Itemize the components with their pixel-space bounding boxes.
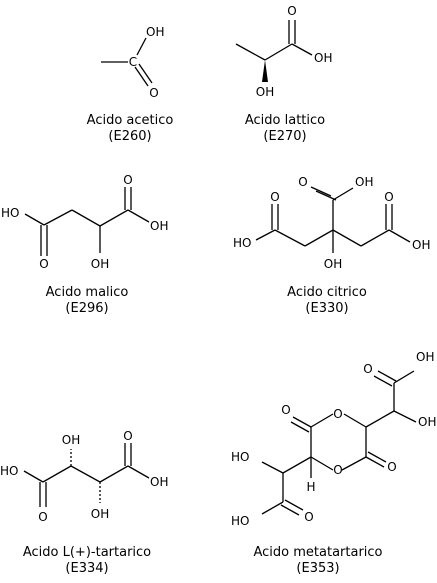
caption-metatartaric-code: (E353) bbox=[296, 561, 339, 576]
caption-tartaric-name: Acido L(+)-tartarico bbox=[23, 545, 151, 560]
caption-citric-code: (E330) bbox=[305, 301, 348, 316]
atom-o: O bbox=[149, 86, 158, 100]
caption-lactic-name: Acido lattico bbox=[245, 113, 325, 128]
atom-o: O bbox=[384, 190, 393, 204]
caption-acetic-code: (E260) bbox=[108, 129, 151, 144]
atom-o: O bbox=[333, 463, 342, 477]
caption-citric-name: Acido citrico bbox=[287, 285, 367, 300]
atom-oh: OH bbox=[256, 85, 274, 99]
atom-o: O bbox=[123, 429, 132, 443]
molecule-malic-acid: HO O OH O OH bbox=[1, 173, 168, 271]
caption-acetic-name: Acido acetico bbox=[87, 113, 174, 128]
atom-c: C bbox=[129, 55, 137, 69]
molecule-lactic-acid: O OH OH bbox=[235, 4, 332, 99]
atom-o: O bbox=[304, 510, 313, 524]
atom-oh: OH bbox=[355, 175, 373, 189]
molecule-tartaric-acid: HO O OH OH O OH bbox=[0, 429, 168, 524]
atom-o: O bbox=[298, 175, 307, 189]
atom-o: O bbox=[387, 460, 396, 474]
caption-metatartaric-name: Acido metatartarico bbox=[253, 545, 382, 560]
atom-o: O bbox=[281, 403, 290, 417]
caption-malic-code: (E296) bbox=[65, 301, 108, 316]
atom-oh: OH bbox=[91, 257, 109, 271]
atom-h: H bbox=[306, 480, 315, 494]
atom-ho: HO bbox=[233, 236, 251, 250]
atom-oh: OH bbox=[314, 51, 332, 65]
atom-ho: HO bbox=[1, 206, 19, 220]
atom-ho: HO bbox=[0, 464, 18, 478]
atom-oh: OH bbox=[418, 415, 436, 429]
atom-o: O bbox=[123, 173, 132, 187]
molecule-acetic-acid: C OH O bbox=[101, 25, 164, 100]
atom-o: O bbox=[333, 407, 342, 421]
atom-oh: OH bbox=[146, 25, 164, 39]
atom-oh: OH bbox=[416, 350, 434, 364]
atom-oh: OH bbox=[412, 238, 430, 252]
atom-o: O bbox=[270, 190, 279, 204]
caption-tartaric-code: (E334) bbox=[65, 561, 108, 576]
atom-oh: OH bbox=[150, 475, 168, 489]
atom-o: O bbox=[38, 510, 47, 524]
atom-o: O bbox=[363, 362, 372, 376]
atom-oh: OH bbox=[62, 433, 80, 447]
atom-ho: HO bbox=[231, 514, 249, 528]
caption-lactic-code: (E270) bbox=[263, 129, 306, 144]
atom-oh: OH bbox=[150, 219, 168, 233]
atom-oh: OH bbox=[324, 257, 342, 271]
molecule-metatartaric-acid: O O O O H O OH OH HO HO O bbox=[231, 350, 436, 528]
atom-o: O bbox=[39, 257, 48, 271]
caption-malic-name: Acido malico bbox=[46, 285, 129, 300]
atom-ho: HO bbox=[231, 450, 249, 464]
atom-o: O bbox=[287, 4, 296, 18]
molecule-citric-acid: HO O O OH OH O OH bbox=[233, 175, 430, 271]
atom-oh: OH bbox=[91, 507, 109, 521]
